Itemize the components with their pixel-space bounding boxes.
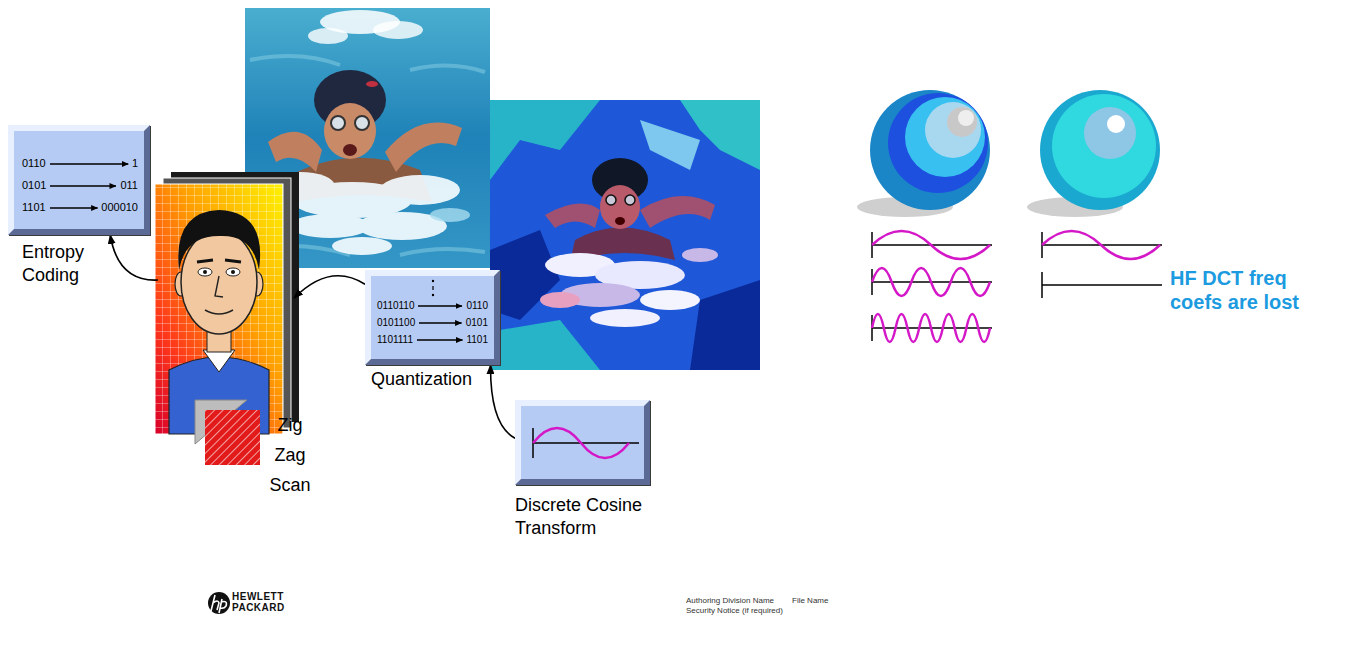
logo-word-text: HEWLETT (232, 591, 284, 602)
code-out: 000010 (101, 201, 138, 214)
caption-text: Quantization (371, 369, 472, 389)
cosine-wave (521, 406, 644, 479)
code-in: 0110 (22, 157, 46, 170)
dct-box: Discrete Cosine Transform (515, 400, 650, 485)
hp-logo (208, 592, 230, 614)
sharp-sphere (857, 90, 990, 217)
flow-arrow (491, 365, 515, 438)
mapping-row: 1101111 1101 (377, 334, 488, 346)
node-caption: Discrete Cosine Transform (515, 494, 665, 540)
footer-note-text: File Name (792, 596, 828, 605)
node-caption: Zig Zag Scan (265, 410, 315, 500)
code-out: 011 (120, 179, 138, 192)
mapping-row: 1101 000010 (22, 201, 138, 214)
ellipsis-mark (428, 278, 438, 298)
map-arrow (418, 302, 462, 310)
footer-note: File Name (792, 596, 828, 605)
zigzag-picture (155, 172, 299, 465)
footer-note-text: Authoring Division Name (686, 596, 774, 605)
flow-arrow (110, 235, 158, 280)
code-out: 1101 (466, 334, 488, 346)
coding-box: 0110101010111101000010Entropy Coding (8, 125, 150, 235)
logo-word: PACKARD (232, 602, 285, 613)
map-arrow (419, 319, 462, 327)
caption-text: Entropy Coding (22, 242, 84, 285)
code-in: 0101 (22, 179, 46, 192)
caption-text: Discrete Cosine Transform (515, 495, 642, 538)
code-in: 0110110 (377, 300, 414, 312)
footer-note: Security Notice (if required) (686, 606, 783, 615)
node-caption: Quantization (371, 368, 501, 390)
code-out: 0101 (466, 317, 488, 329)
mapping-row: 0101100 0101 (377, 317, 488, 329)
footer-note-text: Security Notice (if required) (686, 606, 783, 615)
caption-text: Zig Zag Scan (269, 415, 310, 495)
logo-word: HEWLETT (232, 591, 284, 602)
mapping-row: 0101 011 (22, 179, 138, 192)
smooth-sphere (1027, 90, 1160, 217)
frequency-waves (872, 231, 1162, 342)
footer-note: Authoring Division Name (686, 596, 774, 605)
map-arrow (417, 336, 463, 344)
map-arrow (50, 182, 116, 190)
mapping-row: 0110 1 (22, 157, 138, 170)
code-in: 0101100 (377, 317, 415, 329)
node-caption: Entropy Coding (22, 241, 112, 287)
callout-note: HF DCT freq coefs are lost (1170, 266, 1335, 314)
quantization-box: 011011001100101100010111011111101Quantiz… (365, 270, 500, 365)
compressed-photo (490, 100, 760, 370)
mapping-row: 0110110 0110 (377, 300, 488, 312)
code-in: 1101 (22, 201, 46, 214)
map-arrow (50, 204, 98, 212)
callout-note-text: HF DCT freq coefs are lost (1170, 267, 1299, 313)
zigzag-scan: Zig Zag Scan (155, 172, 300, 472)
code-out: 1 (132, 157, 138, 170)
logo-word-text: PACKARD (232, 602, 285, 613)
code-in: 1101111 (377, 334, 413, 346)
code-out: 0110 (466, 300, 488, 312)
map-arrow (50, 160, 128, 168)
flow-arrow (294, 276, 365, 298)
